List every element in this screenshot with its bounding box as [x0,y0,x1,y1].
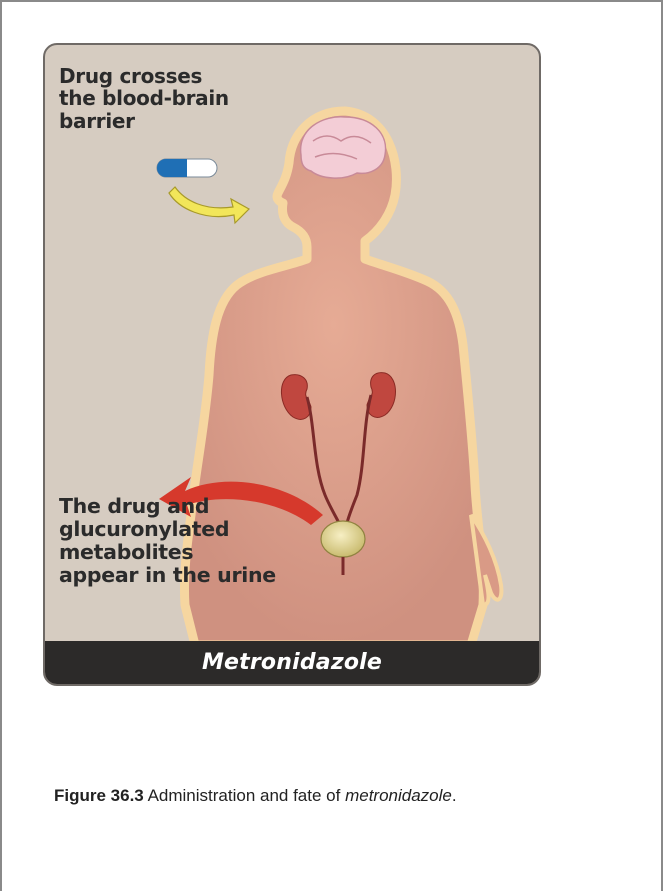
label-line: The drug and [59,495,359,518]
figure-panel: Drug crosses the blood-brain barrier The… [43,43,541,686]
caption-text: Administration and fate of [148,786,341,805]
capsule-icon [157,159,217,177]
brain-icon [301,117,386,178]
caption-drug-name: metronidazole [345,786,452,805]
label-line: glucuronylated [59,518,359,541]
label-line: barrier [59,110,289,132]
caption-end: . [452,786,457,805]
blood-brain-barrier-label: Drug crosses the blood-brain barrier [59,65,289,132]
label-line: Drug crosses [59,65,289,87]
caption-number: Figure 36.3 [54,786,144,805]
figure-caption: Figure 36.3 Administration and fate of m… [54,786,457,806]
urine-excretion-label: The drug and glucuronylated metabolites … [59,495,359,587]
figure-title: Metronidazole [202,650,382,675]
label-line: appear in the urine [59,564,359,587]
yellow-arrow-icon [169,187,249,223]
label-line: metabolites [59,541,359,564]
figure-title-bar: Metronidazole [45,641,539,684]
label-line: the blood-brain [59,87,289,109]
